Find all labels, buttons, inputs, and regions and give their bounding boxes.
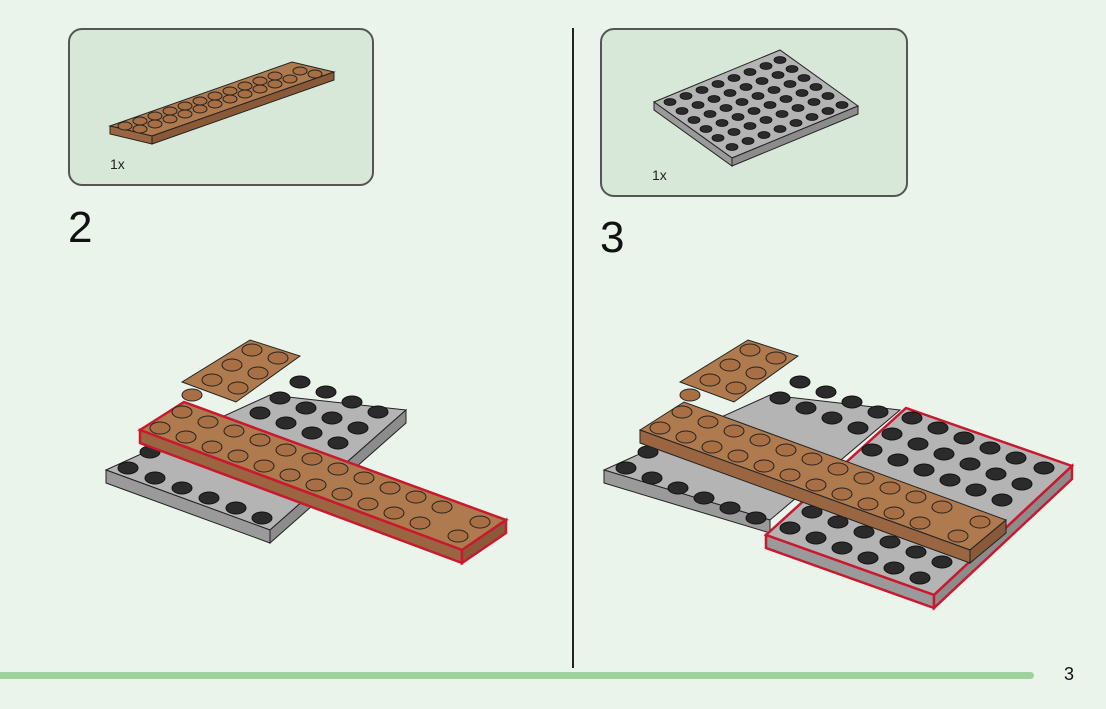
page-divider [572, 28, 574, 668]
step-2-number: 2 [68, 203, 93, 252]
step-3-part-quantity: 1x [652, 167, 667, 183]
step-2-build-illustration [104, 339, 509, 566]
step-3-parts-box: 1x [600, 28, 908, 197]
gray-plate-part-illustration [652, 49, 860, 167]
brown-plate-part-illustration [108, 61, 336, 145]
step-3-number: 3 [600, 213, 625, 262]
step-2-parts-box: 1x [68, 28, 374, 186]
step-2-part-quantity: 1x [110, 156, 125, 172]
page-number: 3 [1064, 664, 1075, 684]
step-3-build-illustration [602, 339, 1075, 611]
progress-bar [0, 672, 1034, 679]
